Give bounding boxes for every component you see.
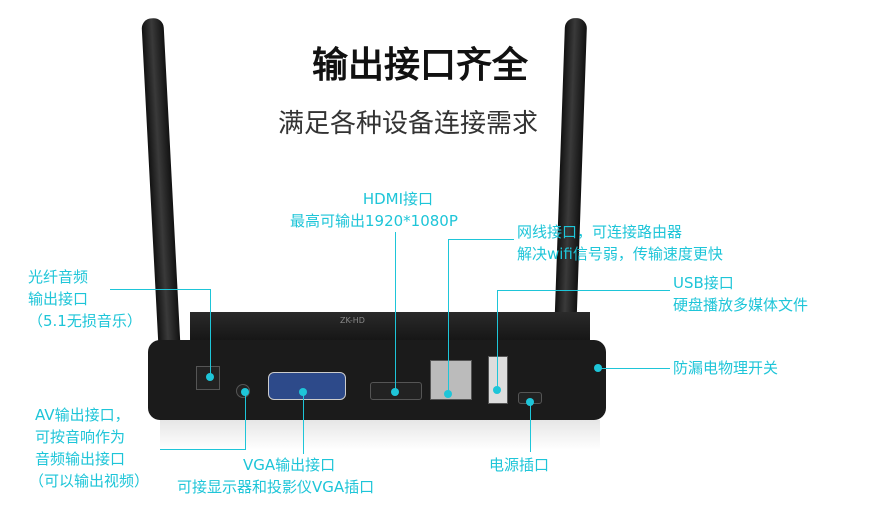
page-title: 输出接口齐全 bbox=[312, 45, 529, 86]
power-callout-title: 电源插口 bbox=[489, 456, 550, 474]
av-callout-line2: 可按音响作为 bbox=[35, 428, 126, 446]
ethernet-callout-desc: 解决wifi信号弱，传输速度更快 bbox=[517, 245, 723, 263]
av-callout-line4: （可以输出视频） bbox=[29, 472, 150, 490]
device-top bbox=[190, 312, 590, 342]
power-switch-callout: 防漏电物理开关 bbox=[673, 357, 778, 379]
vga-port bbox=[268, 372, 346, 400]
usb-callout-title: USB接口 bbox=[673, 274, 734, 292]
hdmi-callout-title: HDMI接口 bbox=[362, 190, 434, 208]
ethernet-callout-title: 网线接口，可连接路由器 bbox=[517, 223, 683, 241]
vga-callout: VGA输出接口 可接显示器和投影仪VGA插口 bbox=[177, 454, 374, 498]
optical-callout-line3: （5.1无损音乐） bbox=[28, 312, 142, 330]
device-label: ZK-HD bbox=[340, 316, 365, 325]
device-reflection bbox=[160, 420, 600, 450]
device-body bbox=[148, 340, 606, 420]
usb-port bbox=[488, 356, 508, 404]
page-subtitle: 满足各种设备连接需求 bbox=[278, 109, 539, 139]
optical-port bbox=[196, 366, 220, 390]
av-callout-line3: 音频输出接口 bbox=[35, 450, 126, 468]
optical-callout: 光纤音频 输出接口 （5.1无损音乐） bbox=[28, 266, 142, 332]
ethernet-callout: 网线接口，可连接路由器 解决wifi信号弱，传输速度更快 bbox=[517, 221, 723, 265]
usb-callout: USB接口 硬盘播放多媒体文件 bbox=[673, 272, 808, 316]
usb-callout-desc: 硬盘播放多媒体文件 bbox=[673, 296, 809, 314]
hdmi-callout-desc: 最高可输出1920*1080P bbox=[290, 212, 458, 230]
power-switch-callout-title: 防漏电物理开关 bbox=[673, 359, 779, 377]
optical-callout-line2: 输出接口 bbox=[28, 290, 89, 308]
av-callout-line1: AV输出接口， bbox=[35, 406, 130, 424]
power-callout: 电源插口 bbox=[489, 454, 549, 476]
av-callout: AV输出接口， 可按音响作为 音频输出接口 （可以输出视频） bbox=[29, 404, 149, 492]
vga-callout-title: VGA输出接口 bbox=[243, 456, 336, 474]
hdmi-callout: HDMI接口 最高可输出1920*1080P bbox=[290, 188, 458, 232]
vga-callout-desc: 可接显示器和投影仪VGA插口 bbox=[177, 478, 375, 496]
optical-callout-line1: 光纤音频 bbox=[28, 268, 89, 286]
